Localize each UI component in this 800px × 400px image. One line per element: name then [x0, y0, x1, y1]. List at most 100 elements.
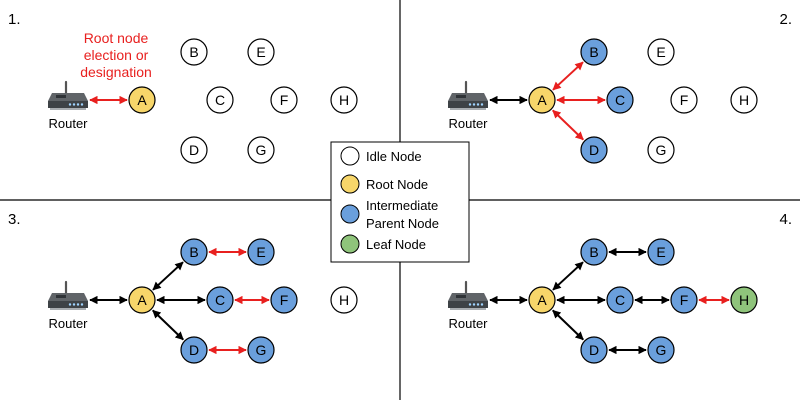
node-label: D	[589, 142, 599, 158]
node-c-circle	[206, 286, 234, 314]
node-label: B	[589, 244, 598, 260]
node-a: A	[128, 86, 156, 114]
node-c: C	[606, 86, 634, 114]
node-d-circle	[180, 336, 208, 364]
node-f-circle	[670, 286, 698, 314]
node-d-circle	[180, 136, 208, 164]
node-label: G	[656, 342, 667, 358]
node-label: G	[256, 342, 267, 358]
node-f-circle	[270, 286, 298, 314]
node-b: B	[180, 238, 208, 266]
link-a-b	[552, 61, 584, 91]
node-label: H	[739, 92, 749, 108]
node-h: H	[330, 286, 358, 314]
node-label: D	[589, 342, 599, 358]
node-label: D	[189, 342, 199, 358]
node-c: C	[206, 286, 234, 314]
node-a-circle	[128, 286, 156, 314]
link-a-b	[152, 261, 184, 291]
legend-item-2: Root Node	[340, 174, 428, 194]
node-g-circle	[247, 336, 275, 364]
node-g-circle	[247, 136, 275, 164]
link-a-d	[552, 109, 584, 141]
node-e: E	[647, 38, 675, 66]
node-label: A	[537, 92, 547, 108]
node-e-circle	[647, 238, 675, 266]
node-label: H	[339, 92, 349, 108]
node-g: G	[647, 336, 675, 364]
panel-number: 3.	[8, 211, 21, 228]
node-e-circle	[647, 38, 675, 66]
node-label: B	[189, 44, 198, 60]
legend-swatch	[340, 174, 360, 194]
node-f: F	[270, 86, 298, 114]
link-a-d	[152, 309, 184, 341]
node-f-circle	[670, 86, 698, 114]
node-h-circle	[730, 86, 758, 114]
node-g: G	[647, 136, 675, 164]
node-c: C	[206, 86, 234, 114]
node-b-circle	[180, 238, 208, 266]
node-b-circle	[580, 38, 608, 66]
panel-number: 4.	[779, 211, 792, 228]
router-icon	[448, 280, 488, 310]
node-label: A	[137, 292, 147, 308]
node-label: F	[280, 292, 289, 308]
legend-item-1: Idle Node	[340, 146, 422, 166]
node-g-circle	[647, 336, 675, 364]
node-e-circle	[247, 238, 275, 266]
node-a: A	[528, 86, 556, 114]
node-h-circle	[330, 86, 358, 114]
node-a-circle	[528, 286, 556, 314]
node-label: E	[256, 44, 265, 60]
router-label: Router	[448, 116, 488, 131]
legend-label: Idle Node	[366, 149, 422, 164]
node-label: E	[256, 244, 265, 260]
node-d-circle	[580, 336, 608, 364]
legend-swatch	[340, 234, 360, 254]
node-label: E	[656, 44, 665, 60]
node-label: F	[280, 92, 289, 108]
node-label: H	[739, 292, 749, 308]
node-label: C	[615, 292, 625, 308]
node-h: H	[730, 86, 758, 114]
node-b-circle	[580, 238, 608, 266]
node-f-circle	[270, 86, 298, 114]
router-icon	[48, 280, 88, 310]
node-label: F	[680, 92, 689, 108]
node-d: D	[580, 336, 608, 364]
node-label: C	[215, 292, 225, 308]
node-d-circle	[580, 136, 608, 164]
link-a-d	[552, 309, 584, 341]
node-label: C	[615, 92, 625, 108]
node-f: F	[670, 86, 698, 114]
node-c-circle	[206, 86, 234, 114]
node-b: B	[580, 38, 608, 66]
panel-number: 2.	[779, 11, 792, 28]
node-e: E	[247, 238, 275, 266]
node-a-circle	[128, 86, 156, 114]
node-b: B	[580, 238, 608, 266]
node-label: C	[215, 92, 225, 108]
node-label: B	[589, 44, 598, 60]
node-label: B	[189, 244, 198, 260]
node-g: G	[247, 136, 275, 164]
node-label: G	[256, 142, 267, 158]
node-h-circle	[330, 286, 358, 314]
node-label: E	[656, 244, 665, 260]
node-d: D	[180, 136, 208, 164]
node-label: A	[537, 292, 547, 308]
node-a: A	[528, 286, 556, 314]
node-e: E	[647, 238, 675, 266]
node-c-circle	[606, 286, 634, 314]
router-label: Router	[48, 116, 88, 131]
router-icon	[448, 80, 488, 110]
node-g: G	[247, 336, 275, 364]
link-a-b	[552, 261, 584, 291]
